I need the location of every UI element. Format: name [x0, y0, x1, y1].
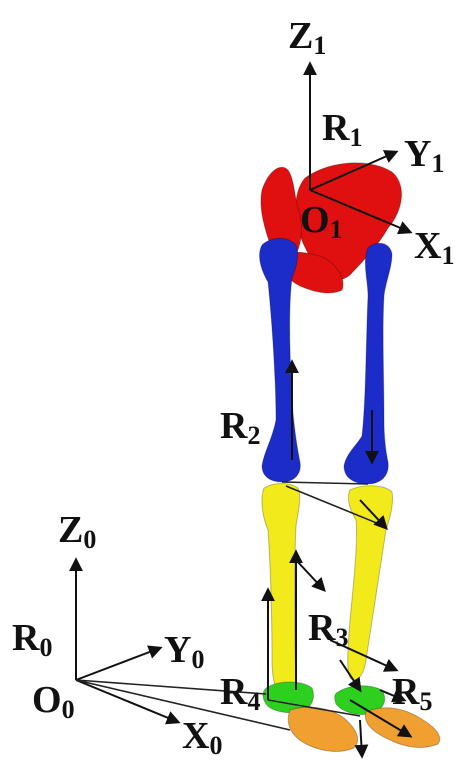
label-r1: R1 — [322, 107, 362, 152]
label-r2: R2 — [220, 405, 260, 450]
r3-diag — [296, 560, 324, 590]
label-r3: R3 — [308, 607, 348, 652]
label-y1: Y1 — [404, 133, 444, 178]
label-x1: X1 — [414, 225, 454, 270]
label-z0: Z0 — [58, 509, 96, 554]
label-z1: Z1 — [288, 15, 326, 60]
label-o0: O0 — [32, 679, 75, 724]
label-x0: X0 — [182, 715, 222, 760]
label-r5: R5 — [392, 671, 432, 716]
label-r4: R4 — [220, 671, 260, 716]
label-r0: R0 — [12, 617, 52, 662]
femur-right — [344, 243, 392, 484]
y0-axis — [76, 648, 160, 680]
label-y0: Y0 — [164, 629, 204, 674]
frame-O0 — [76, 560, 178, 722]
r5-arrow-d — [360, 720, 362, 756]
labels: Z1 R1 Y1 O1 X1 R2 Z0 R0 Y0 O0 X0 — [12, 15, 454, 760]
